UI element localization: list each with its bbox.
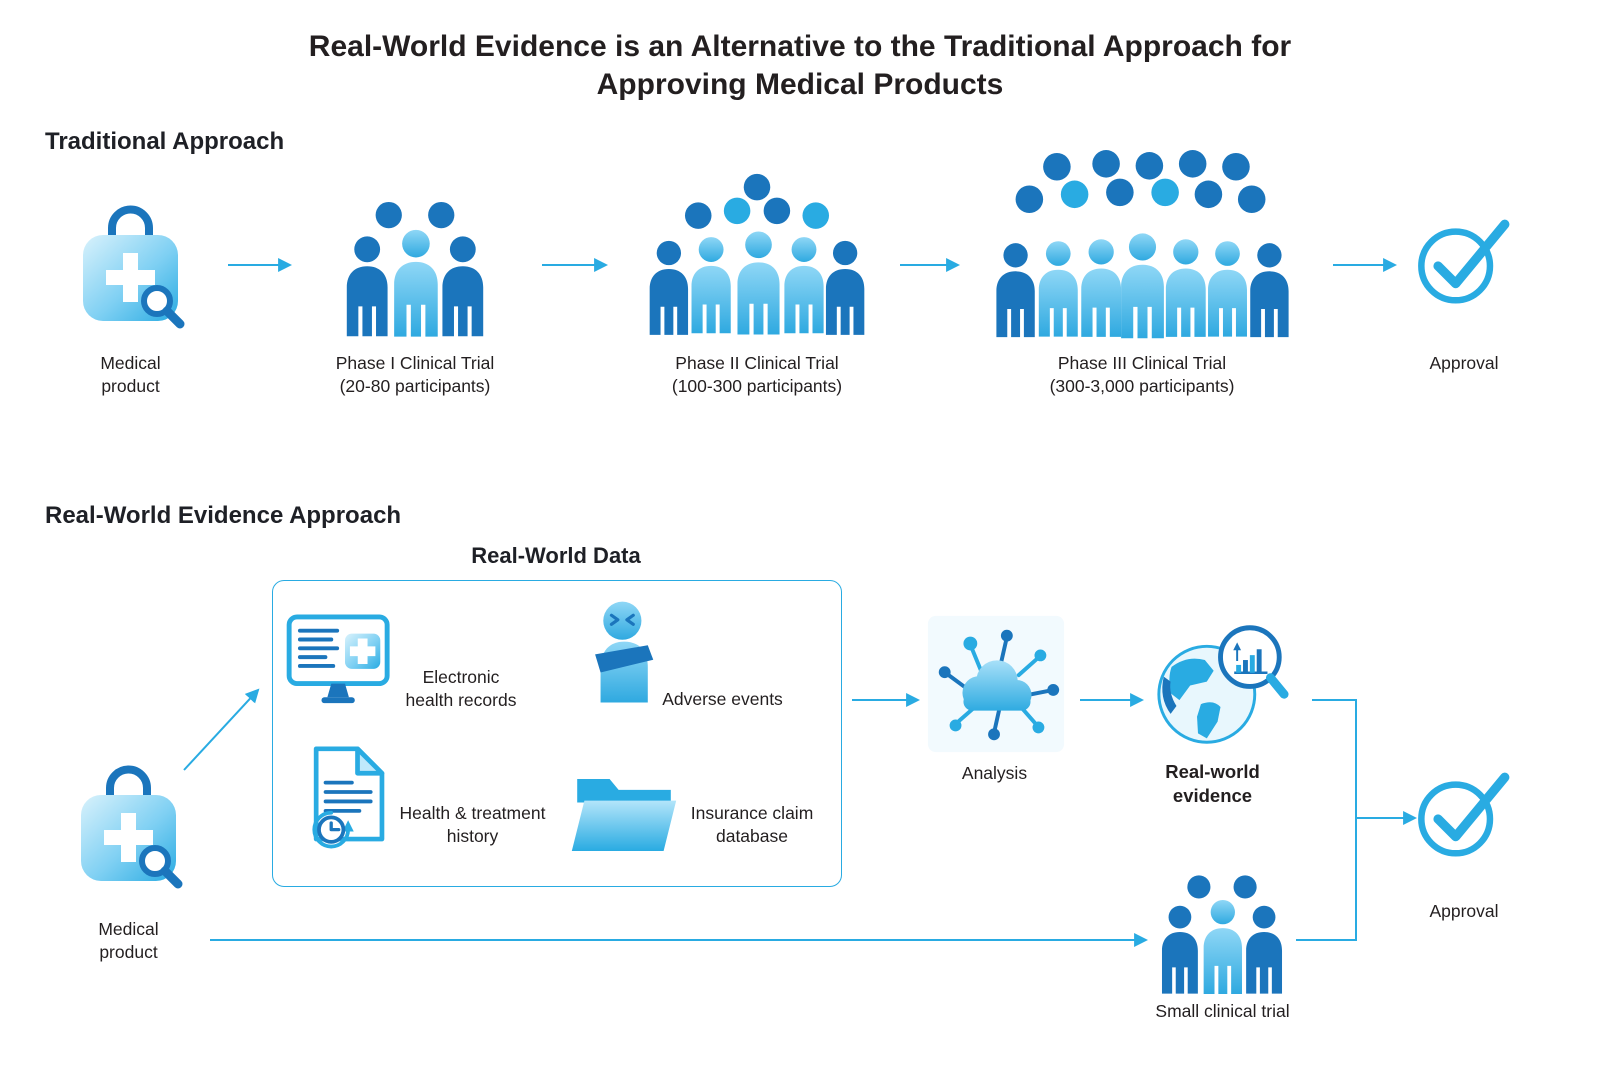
insurance-label: Insurance claim database [690, 803, 814, 847]
approval-label: Approval [1429, 353, 1499, 373]
main-title: Real-World Evidence is an Alternative to… [0, 28, 1600, 105]
phase2-crowd-icon [643, 172, 871, 335]
phase3-label: Phase III Clinical Trial (300-3,000 part… [1032, 352, 1252, 398]
adverse-events-label: Adverse events [662, 689, 783, 709]
adverse-events-icon [593, 600, 655, 705]
medical-product-label: Medical product [98, 919, 159, 963]
medical-product-icon [68, 198, 193, 333]
medical-product-icon [66, 758, 191, 893]
phase1-title: Phase I Clinical Trial [335, 353, 495, 373]
title-line-1: Real-World Evidence is an Alternative to… [308, 30, 1292, 63]
health-history-icon [303, 745, 397, 856]
rwe-heading: Real-World Evidence Approach [45, 502, 402, 529]
ehr-label: Electronic health records [405, 667, 517, 711]
ehr-monitor-icon [286, 614, 404, 712]
health-history-label: Health & treatment history [399, 803, 546, 847]
phase3-title: Phase III Clinical Trial [1057, 353, 1227, 373]
analysis-label: Analysis [961, 763, 1028, 783]
medical-product-label: Medical product [100, 353, 161, 397]
real-world-data-title: Real-World Data [471, 543, 641, 568]
analysis-cloud-icon [925, 613, 1067, 755]
approval-check-icon [1413, 766, 1515, 859]
phase3-participants: (300-3,000 participants) [1049, 376, 1235, 397]
small-trial-crowd-icon [1156, 872, 1288, 996]
approval-check-icon [1413, 213, 1515, 306]
phase2-title: Phase II Clinical Trial [675, 353, 839, 373]
phase3-crowd-icon [990, 150, 1295, 339]
phase2-label: Phase II Clinical Trial (100-300 partici… [647, 352, 867, 398]
arrow-product-to-data-box [183, 688, 260, 771]
phase2-participants: (100-300 participants) [671, 376, 843, 397]
small-trial-label: Small clinical trial [1155, 1001, 1290, 1021]
real-world-evidence-icon [1150, 616, 1292, 753]
real-world-evidence-label: Real-world evidence [1165, 761, 1260, 807]
connector-evidence-and-trial [1296, 699, 1357, 941]
phase1-participants: (20-80 participants) [339, 376, 491, 397]
title-line-2: Approving Medical Products [596, 68, 1004, 102]
insurance-folder-icon [571, 779, 677, 852]
traditional-heading: Traditional Approach [45, 128, 285, 155]
phase1-label: Phase I Clinical Trial (20-80 participan… [315, 352, 515, 398]
approval-label: Approval [1429, 901, 1499, 921]
phase1-crowd-icon [340, 198, 490, 339]
